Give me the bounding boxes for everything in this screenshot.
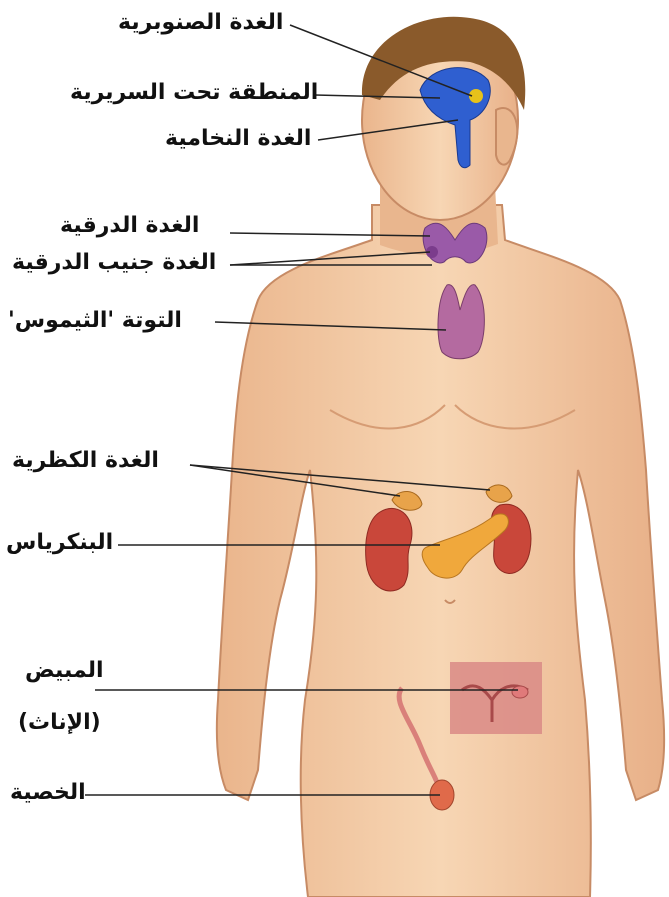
ovary-inset-box — [450, 662, 542, 734]
label-ovary-note: (الإناث) — [18, 712, 101, 734]
label-pineal: الغدة الصنوبرية — [118, 12, 283, 34]
ovary-shape — [512, 686, 528, 698]
label-hypothalamus: المنطقة تحت السريرية — [70, 82, 318, 104]
left-kidney-shape — [366, 508, 412, 591]
label-thyroid: الغدة الدرقية — [60, 215, 199, 237]
label-pituitary: الغدة النخامية — [165, 128, 311, 150]
label-thymus: التوتة 'الثيموس' — [8, 310, 182, 332]
ear — [496, 108, 517, 165]
label-adrenal: الغدة الكظرية — [12, 450, 159, 472]
label-ovary: المبيض — [25, 660, 104, 682]
label-pancreas: البنكرياس — [6, 532, 113, 554]
label-testis: الخصية — [10, 782, 86, 804]
label-parathyroid: الغدة جنيب الدرقية — [12, 252, 216, 274]
